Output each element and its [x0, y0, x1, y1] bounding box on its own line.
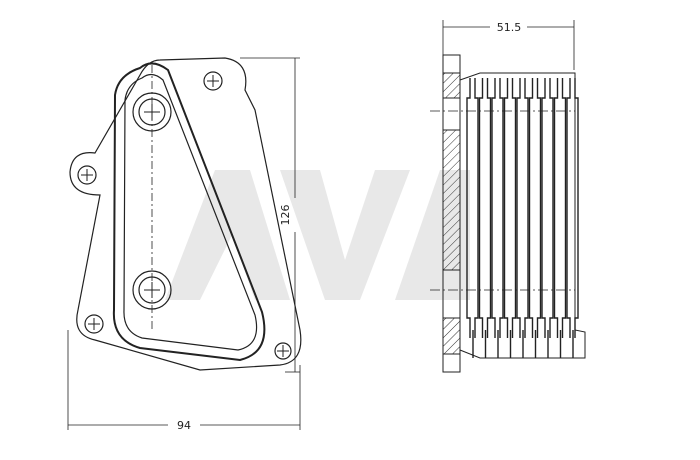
cooler-fin [566, 78, 579, 358]
mount-hole-icons [77, 71, 292, 360]
cooler-fin [491, 78, 504, 358]
cooler-fin [503, 78, 517, 358]
width-label: 94 [177, 419, 191, 432]
dimension-height [240, 57, 300, 373]
plate-outline [69, 57, 302, 371]
cooler-fin [528, 78, 542, 358]
height-label: 126 [279, 205, 292, 226]
cooler-fin [541, 78, 554, 358]
cooler-fin [466, 78, 479, 358]
cooler-fin [516, 78, 529, 358]
watermark-logo [165, 170, 470, 300]
side-view [430, 54, 586, 373]
cooler-fin [553, 78, 567, 358]
dimension-depth [442, 20, 575, 70]
depth-label: 51.5 [497, 21, 522, 34]
cooler-fin [478, 78, 492, 358]
gasket-inner [123, 73, 258, 351]
gasket-outer [112, 62, 266, 362]
front-view [69, 57, 302, 371]
fin-stack [466, 78, 579, 358]
dimension-width [67, 330, 301, 430]
